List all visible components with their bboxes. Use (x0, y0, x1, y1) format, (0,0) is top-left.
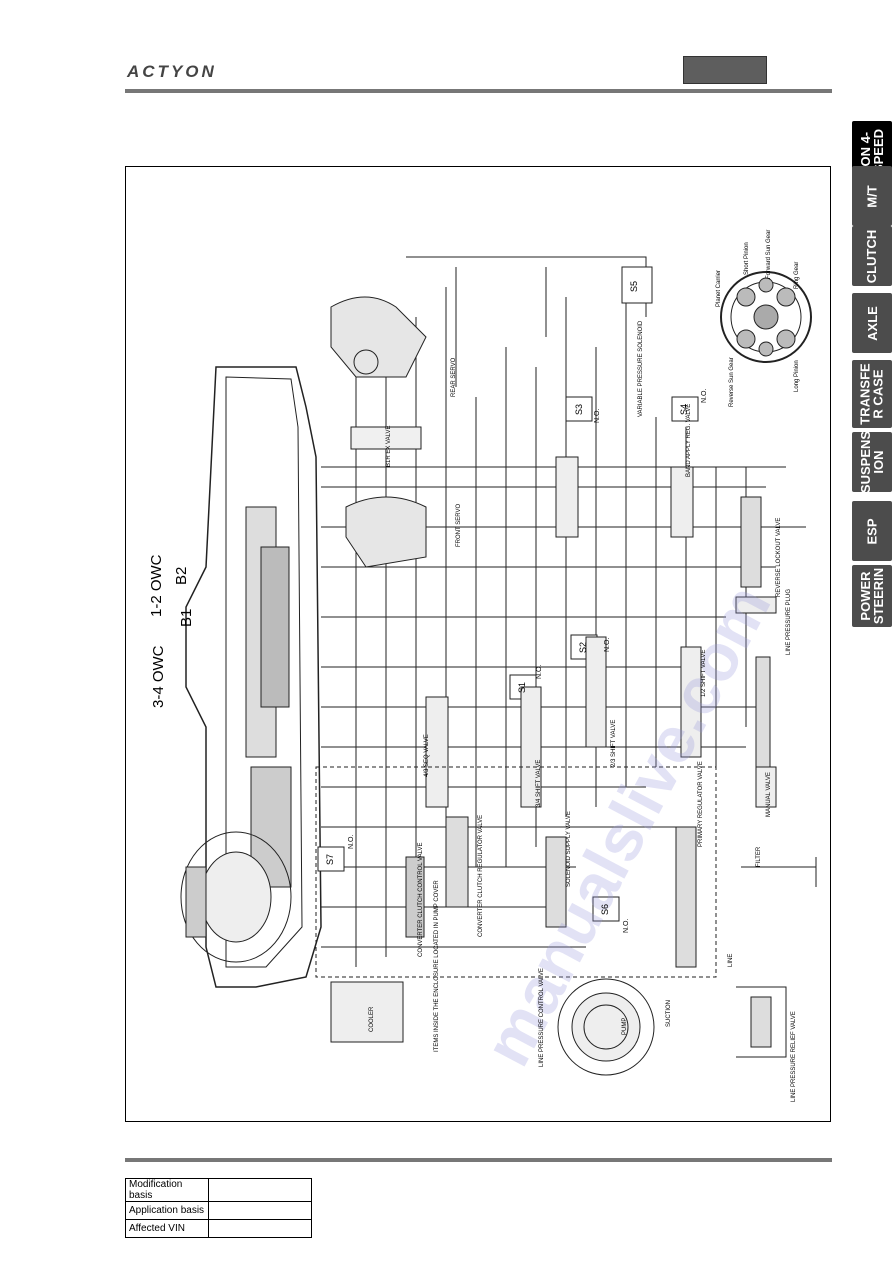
label-s1: S1 (517, 681, 527, 693)
label-reverse-sun-gear: Reverse Sun Gear (729, 357, 735, 407)
label-pump: PUMP (622, 1017, 628, 1035)
label-line: LINE (728, 953, 734, 967)
label-cooler: COOLER (369, 1006, 375, 1032)
label-2-3-shift-valve: 2/3 SHIFT VALVE (611, 719, 617, 767)
label-b1r-ex-valve: B1R EX VALVE (386, 425, 392, 467)
label-s7: S7 (325, 853, 335, 865)
application-basis-value (208, 1201, 312, 1220)
tab-manual-transmission[interactable]: M/T (852, 166, 892, 226)
label-short-pinion: Short Pinion (744, 242, 750, 275)
label-4-3-seq-valve: 4/3 SEQ VALVE (424, 734, 430, 777)
label-no-s6: N.O. (623, 918, 630, 933)
modification-basis-value (208, 1178, 312, 1202)
tab-axle[interactable]: AXLE (852, 293, 892, 353)
label-suction: SUCTION (666, 1000, 672, 1027)
tab-clutch[interactable]: CLUTCH (852, 226, 892, 286)
table-row: Application basis (125, 1201, 312, 1220)
hydraulic-circuit-diagram: manualslive.com B2 1-2 OWC B1 3-4 OWC S3… (125, 166, 831, 1122)
label-no-s4: N.O. (701, 388, 708, 403)
footer-rule (125, 1158, 832, 1162)
table-row: Affected VIN (125, 1219, 312, 1238)
label-filter: FILTER (756, 846, 762, 867)
brand-logo: ACTYON (127, 62, 217, 81)
label-planet-carrier: Planet Carrier (716, 269, 722, 307)
label-line-pressure-plug: LINE PRESSURE PLUG (786, 588, 792, 655)
label-s2: S2 (578, 641, 588, 653)
label-primary-regulator-valve: PRIMARY REGULATOR VALVE (698, 761, 704, 847)
label-1-2-shift-valve: 1/2 SHIFT VALVE (701, 649, 707, 697)
tab-transfer-case[interactable]: TRANSFE R CASE (852, 360, 892, 428)
label-s6: S6 (600, 903, 610, 915)
label-s5: S5 (629, 280, 639, 292)
hydraulic-schematic-svg (180, 256, 817, 1076)
tab-suspension[interactable]: SUSPENS ION (852, 431, 892, 493)
label-rear-servo: REAR SERVO (451, 357, 457, 397)
label-no-s2: N.O. (604, 637, 611, 652)
label-b2: B2 (173, 566, 190, 585)
label-converter-clutch-control-valve: CONVERTER CLUTCH CONTROL VALVE (418, 842, 424, 957)
label-solenoid-supply-valve: SOLENOID SUPPLY VALVE (566, 811, 572, 887)
label-reverse-lockout-valve: REVERSE LOCKOUT VALVE (776, 517, 782, 597)
label-long-pinion: Long Pinion (794, 360, 800, 392)
label-manual-valve: MANUAL VALVE (766, 772, 772, 817)
label-3-4-shift-valve: 3/4 SHIFT VALVE (536, 759, 542, 807)
label-converter-clutch-regulator-valve: CONVERTER CLUTCH REGULATOR VALVE (478, 814, 484, 937)
table-row: Modification basis (125, 1178, 312, 1202)
tab-power-steering[interactable]: POWER STEERIN (852, 565, 892, 627)
label-ring-gear: Ring Gear (794, 261, 800, 289)
label-items-in-pump-cover: ITEMS INSIDE THE ENCLOSURE LOCATED IN PU… (434, 880, 440, 1052)
label-variable-pressure-solenoid: VARIABLE PRESSURE SOLENOID (638, 320, 644, 417)
label-band-apply-reg-valve: BAND APPLY REG. VALVE (686, 403, 692, 477)
application-basis-label: Application basis (125, 1201, 209, 1220)
header-section-box (683, 56, 767, 84)
header-rule (125, 89, 832, 93)
label-s3: S3 (574, 403, 584, 415)
label-b1: B1 (178, 608, 195, 627)
affected-vin-label: Affected VIN (125, 1219, 209, 1238)
label-3-4-owc: 3-4 OWC (150, 645, 167, 708)
label-line-pressure-relief-valve: LINE PRESSURE RELIEF VALVE (791, 1011, 797, 1102)
label-no-s3: N.O. (594, 408, 601, 423)
modification-basis-label: Modification basis (125, 1178, 209, 1202)
label-front-servo: FRONT SERVO (456, 503, 462, 547)
label-no-s7: N.O. (348, 834, 355, 849)
label-line-pressure-control-valve: LINE PRESSURE CONTROL VALVE (539, 968, 545, 1067)
modification-table: Modification basis Application basis Aff… (125, 1178, 312, 1238)
affected-vin-value (208, 1219, 312, 1238)
tab-esp[interactable]: ESP (852, 501, 892, 561)
label-1-2-owc: 1-2 OWC (148, 554, 165, 617)
label-forward-sun-gear: Forward Sun Gear (766, 229, 772, 279)
label-no-s1: N.O. (536, 664, 543, 679)
